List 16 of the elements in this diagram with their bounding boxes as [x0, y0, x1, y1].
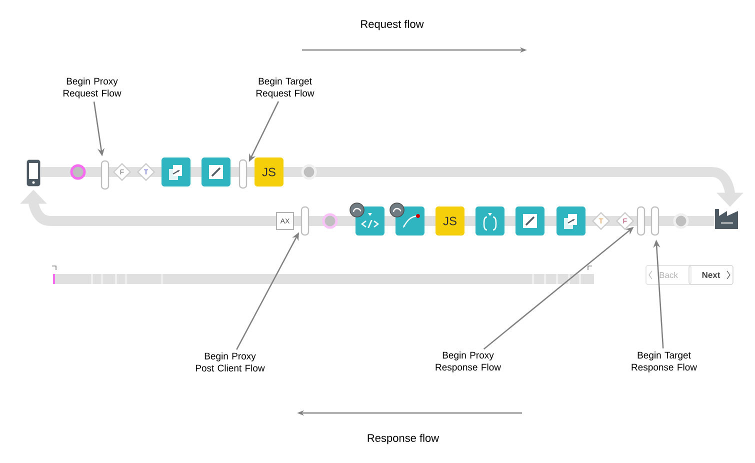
direction-label: Request flow [361, 20, 424, 30]
callout-text: Begin Proxy Post Client Flow [196, 352, 265, 372]
flow-marker [300, 206, 310, 236]
flow-marker [650, 206, 660, 236]
factory-icon [715, 209, 738, 229]
nav-button: Back [646, 265, 692, 285]
phone-icon [26, 160, 40, 186]
direction-label: Response flow [368, 434, 440, 444]
callout-text: Begin Proxy Response Flow [436, 352, 502, 372]
callout-text: Begin Target Request Flow [256, 78, 314, 98]
flow-marker [636, 206, 646, 236]
flow-marker [238, 159, 248, 189]
flow-marker [100, 160, 110, 190]
callout-text: Begin Target Response Flow [632, 352, 697, 372]
nav-button: Next [688, 265, 734, 285]
callout-text: Begin Proxy Request Flow [64, 78, 122, 98]
